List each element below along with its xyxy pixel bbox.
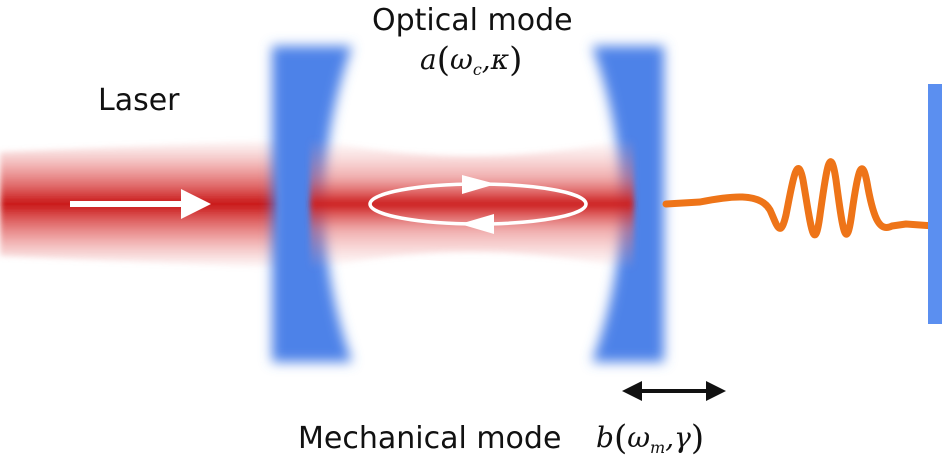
loop-arrow-top [462,175,496,194]
optical-symbol-close: ) [509,40,523,80]
optical-mode-symbol: a(ωc,κ) [420,40,522,80]
optical-symbol-omega: ω [449,43,473,76]
mechanical-mode-symbol: b(ωm,γ) [596,418,704,458]
optical-mode-label: Optical mode [372,3,573,38]
laser-label: Laser [98,83,180,118]
optical-symbol-open: ( [436,40,450,80]
optical-symbol-param: κ [490,43,510,76]
mechanical-symbol-close: ) [690,418,705,458]
optical-symbol-base: a [420,43,437,76]
oscillation-arrow [622,381,726,401]
mechanical-symbol-param: γ [674,421,691,454]
intracavity-field [310,138,634,270]
mechanical-mode-label: Mechanical mode [298,421,562,456]
mechanical-symbol-omega: ω [627,421,651,454]
mechanical-symbol-sep: , [665,421,675,454]
mechanical-spring [662,158,938,239]
optical-symbol-sep: , [481,43,491,76]
optical-symbol-sub: c [472,60,482,79]
mechanical-symbol-open: ( [613,418,628,458]
mechanical-symbol-sub: m [650,438,666,457]
fixed-wall [928,84,942,324]
mechanical-symbol-base: b [596,421,614,454]
loop-arrow-bottom [460,214,494,234]
